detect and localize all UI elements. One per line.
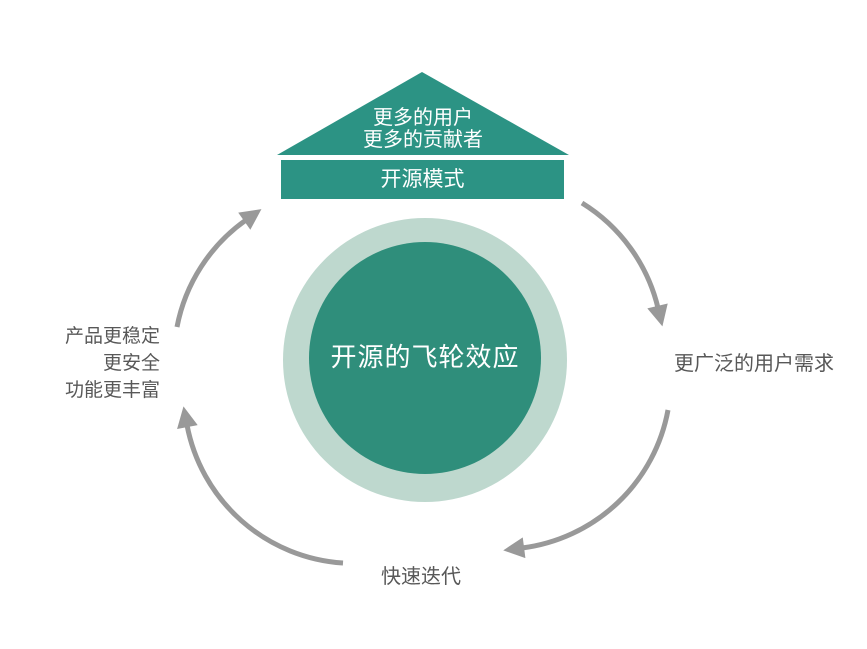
flywheel-hub-title: 开源的飞轮效应	[330, 343, 520, 373]
arrow-right-to-bottom-icon	[503, 409, 671, 559]
roof-line-2: 更多的贡献者	[363, 127, 483, 151]
roof-line-1: 更多的用户	[373, 105, 473, 129]
left-line-3: 功能更丰富	[64, 379, 160, 401]
arrow-left-to-house-icon	[174, 209, 262, 328]
arrow-house-to-right-icon	[580, 200, 668, 327]
house-base-shape	[281, 160, 564, 199]
left-line-2: 更安全	[102, 352, 160, 374]
house-roof-shape	[277, 72, 569, 155]
left-line-1: 产品更稳定	[64, 325, 160, 347]
left-node-label: 产品更稳定 更安全 功能更丰富	[18, 323, 160, 404]
arrow-bottom-to-left-icon	[177, 406, 344, 566]
right-node-label: 更广泛的用户需求	[674, 351, 834, 375]
flywheel-hub-shape	[309, 242, 541, 474]
house-base-label: 开源模式	[380, 167, 465, 191]
house-roof-label: 更多的用户 更多的贡献者	[273, 106, 573, 150]
bottom-node-label: 快速迭代	[381, 564, 461, 588]
